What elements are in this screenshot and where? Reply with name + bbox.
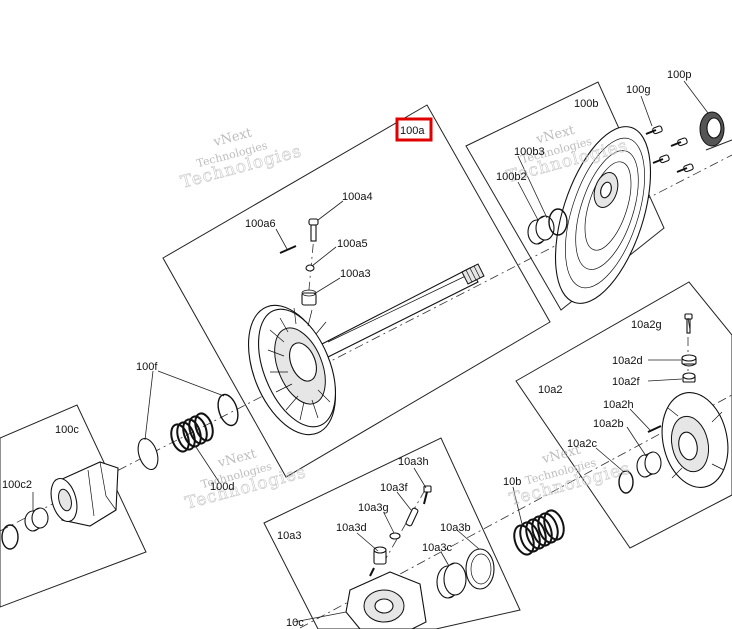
label-10a2[interactable]: 10a2 — [538, 384, 562, 396]
part-100d-spring — [170, 412, 214, 453]
part-100b2-bushing — [527, 215, 555, 245]
label-10a2b[interactable]: 10a2b — [593, 418, 624, 430]
watermark-top-left: vNext Technologies Technologies — [178, 125, 304, 193]
label-100a4[interactable]: 100a4 — [342, 191, 373, 203]
frame-10a2 — [515, 281, 732, 549]
frame-100a — [162, 104, 551, 478]
label-10a2f[interactable]: 10a2f — [612, 376, 640, 388]
part-100a4-screw — [308, 218, 319, 242]
label-10a3g[interactable]: 10a3g — [358, 502, 389, 514]
part-10a3h-screw — [423, 485, 432, 505]
label-10a3d[interactable]: 10a3d — [336, 522, 367, 534]
label-100a6[interactable]: 100a6 — [245, 218, 276, 230]
part-10a2g-bolt — [684, 313, 693, 334]
part-100c2-bushing — [24, 507, 49, 532]
part-10a3-housing — [345, 571, 427, 629]
part-100c-cam — [50, 461, 119, 527]
label-100c2[interactable]: 100c2 — [2, 479, 32, 491]
label-10a2c[interactable]: 10a2c — [567, 438, 597, 450]
part-100f-spring — [137, 393, 239, 471]
label-100d[interactable]: 100d — [210, 481, 234, 493]
fixed-sheave — [554, 126, 652, 304]
part-100g-screws — [645, 125, 694, 173]
part-10a2c-ring — [618, 470, 634, 494]
label-10a3c[interactable]: 10a3c — [422, 542, 452, 554]
vertical-axis-10a3 — [384, 489, 426, 561]
highlight-box-100a — [395, 117, 433, 142]
screw-axis — [307, 224, 316, 301]
label-10a2g[interactable]: 10a2g — [631, 319, 662, 331]
frame-100c — [0, 404, 147, 608]
part-10b-spring — [513, 509, 565, 556]
label-10c[interactable]: 10c — [286, 617, 304, 629]
part-100a3-spacer — [301, 289, 317, 306]
label-100p[interactable]: 100p — [667, 69, 691, 81]
part-100a6-pin — [279, 245, 297, 254]
part-100a5-washer — [305, 264, 315, 272]
part-10a3c-bushing — [436, 562, 467, 599]
label-100f[interactable]: 100f — [136, 361, 158, 373]
part-100b3-ring — [548, 208, 568, 236]
label-10a3b[interactable]: 10a3b — [440, 522, 471, 534]
part-100p-seal — [699, 111, 725, 147]
label-10b[interactable]: 10b — [503, 476, 521, 488]
label-100g[interactable]: 100g — [626, 84, 650, 96]
label-100a3[interactable]: 100a3 — [340, 268, 371, 280]
label-100a5[interactable]: 100a5 — [337, 238, 368, 250]
frame-100b — [465, 81, 665, 311]
frame-right-edge — [705, 139, 732, 151]
part-10a2h-pin — [647, 425, 662, 433]
part-10a3b-ring — [465, 548, 495, 590]
frame-10a3 — [263, 437, 521, 629]
part-10a3f-pin — [405, 507, 419, 527]
part-10a3g-washer — [389, 532, 401, 540]
part-10a2d-roller — [681, 354, 697, 367]
leader-lines — [32, 80, 709, 623]
label-100a[interactable]: 100a — [400, 125, 425, 137]
label-100b3[interactable]: 100b3 — [514, 146, 545, 158]
label-10a2h[interactable]: 10a2h — [603, 399, 634, 411]
moveable-sheave — [247, 304, 337, 436]
label-10a3f[interactable]: 10a3f — [380, 482, 408, 494]
label-10a3[interactable]: 10a3 — [277, 530, 301, 542]
part-10a2-housing — [661, 392, 729, 488]
label-10a3h[interactable]: 10a3h — [398, 456, 429, 468]
part-10a2-bushing — [636, 451, 662, 478]
part-10a2f-roller — [682, 372, 696, 383]
label-10a2d[interactable]: 10a2d — [612, 355, 643, 367]
shaft-assembly — [319, 263, 485, 359]
part-10a3d-roller — [369, 546, 387, 577]
label-100b2[interactable]: 100b2 — [496, 171, 527, 183]
part-100c-ring — [1, 524, 19, 550]
label-100c[interactable]: 100c — [55, 424, 79, 436]
label-100b[interactable]: 100b — [574, 98, 598, 110]
